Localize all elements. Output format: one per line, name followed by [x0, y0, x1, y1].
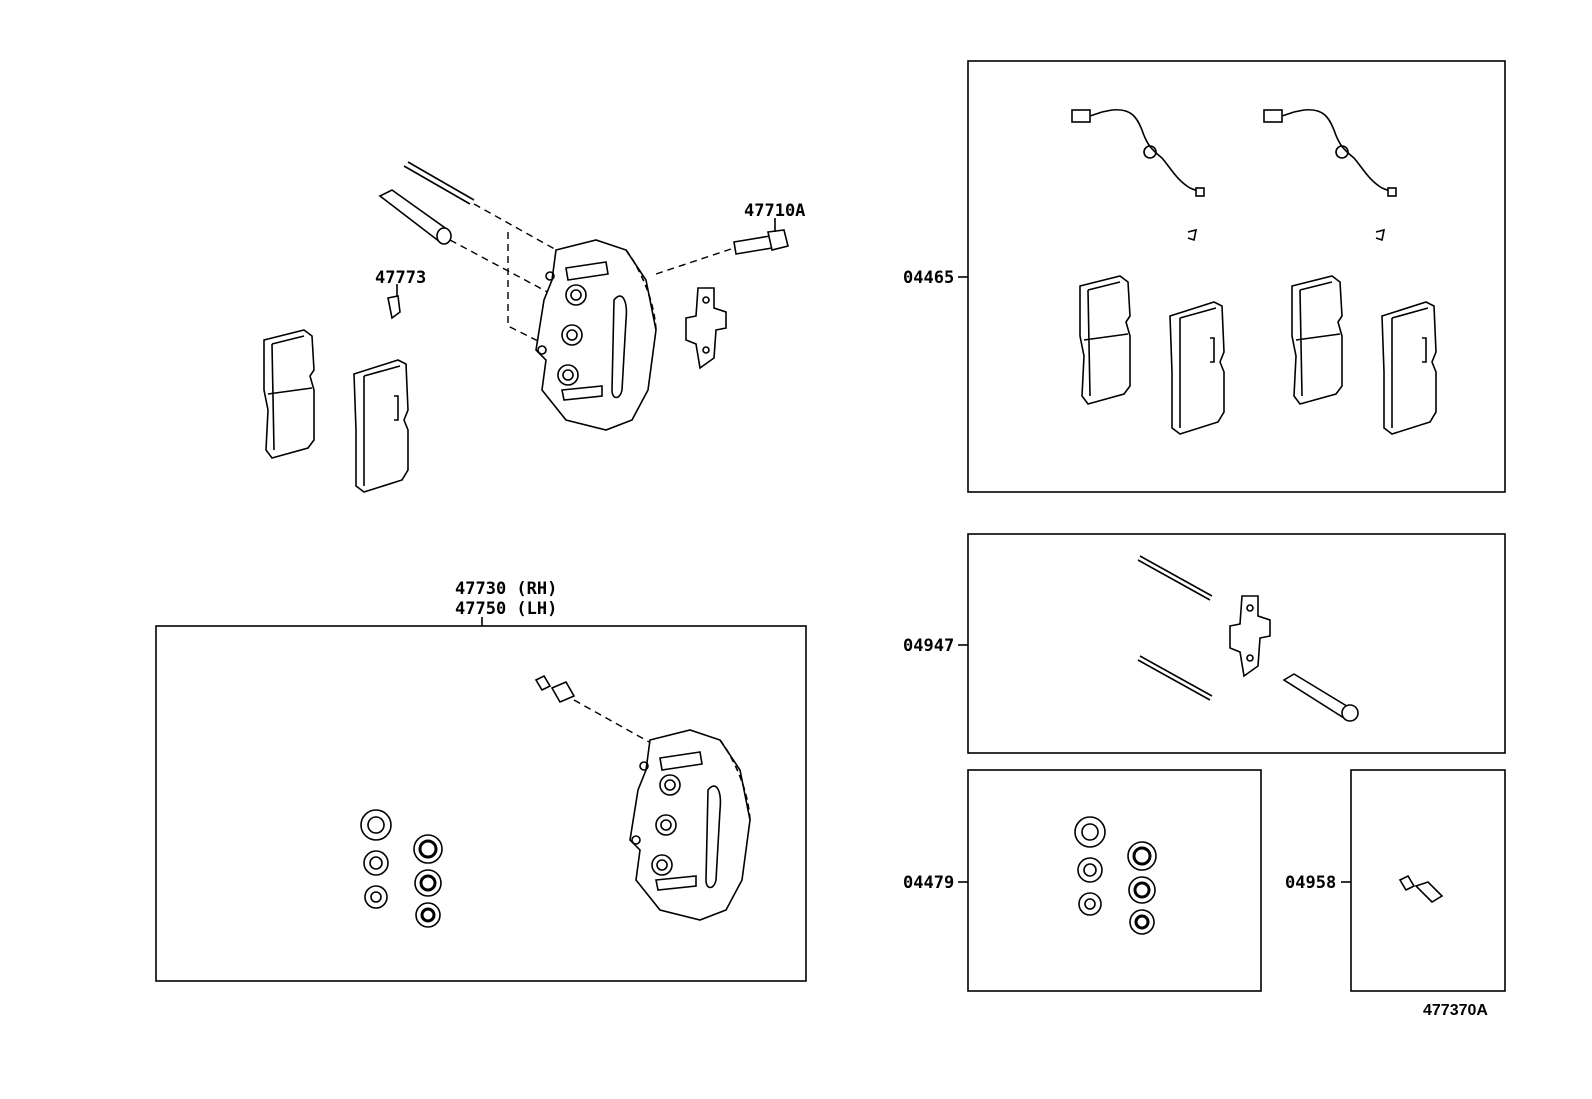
exploded-caliper-assembly	[263, 161, 789, 493]
callout-47730-rh: 47730 (RH)	[455, 579, 557, 599]
slide-pin	[403, 161, 475, 205]
support-kit-box-04947	[967, 533, 1506, 754]
cylinder-kit-box-04479	[967, 769, 1262, 992]
callout-47710A: 47710A	[744, 201, 805, 221]
callout-04479: 04479	[903, 873, 954, 893]
piston-seals	[359, 808, 444, 929]
reference-code: 477370A	[1423, 1002, 1488, 1019]
caliper-body	[535, 239, 657, 431]
clip-47773	[387, 295, 401, 320]
brake-pad-inner	[353, 359, 409, 493]
sensor-clip	[1187, 228, 1198, 242]
callout-47773: 47773	[375, 268, 426, 288]
pad-kit-pad	[1169, 301, 1225, 435]
slide-pin	[1137, 555, 1213, 601]
callout-04465: 04465	[903, 268, 954, 288]
wear-sensor-left	[1071, 108, 1205, 197]
guide-bolt	[1282, 673, 1352, 720]
caliper-assembly-box	[155, 625, 807, 982]
caliper-assembly	[629, 729, 751, 921]
bleeder-screw	[1414, 881, 1444, 904]
callout-04947: 04947	[903, 636, 954, 656]
bolt-47710A	[733, 235, 773, 255]
brake-pad-outer	[263, 329, 315, 459]
pad-support-spring	[685, 287, 727, 369]
cylinder-kit-seals	[1073, 815, 1158, 936]
slide-pin	[1137, 655, 1213, 701]
callout-04958: 04958	[1285, 873, 1336, 893]
sensor-clip	[1375, 228, 1386, 242]
pad-kit-pad	[1079, 275, 1131, 405]
bleeder-plug	[534, 674, 552, 692]
wear-sensor-right	[1263, 108, 1397, 197]
support-spring	[1229, 595, 1271, 677]
pad-kit-pad	[1291, 275, 1343, 405]
bleeder-plug	[1398, 874, 1416, 892]
bleeder-screw	[550, 680, 576, 704]
callout-47750-lh: 47750 (LH)	[455, 599, 557, 619]
pad-kit-box-04465	[967, 60, 1506, 493]
pad-kit-pad	[1381, 301, 1437, 435]
bleeder-kit-box-04958	[1350, 769, 1506, 992]
